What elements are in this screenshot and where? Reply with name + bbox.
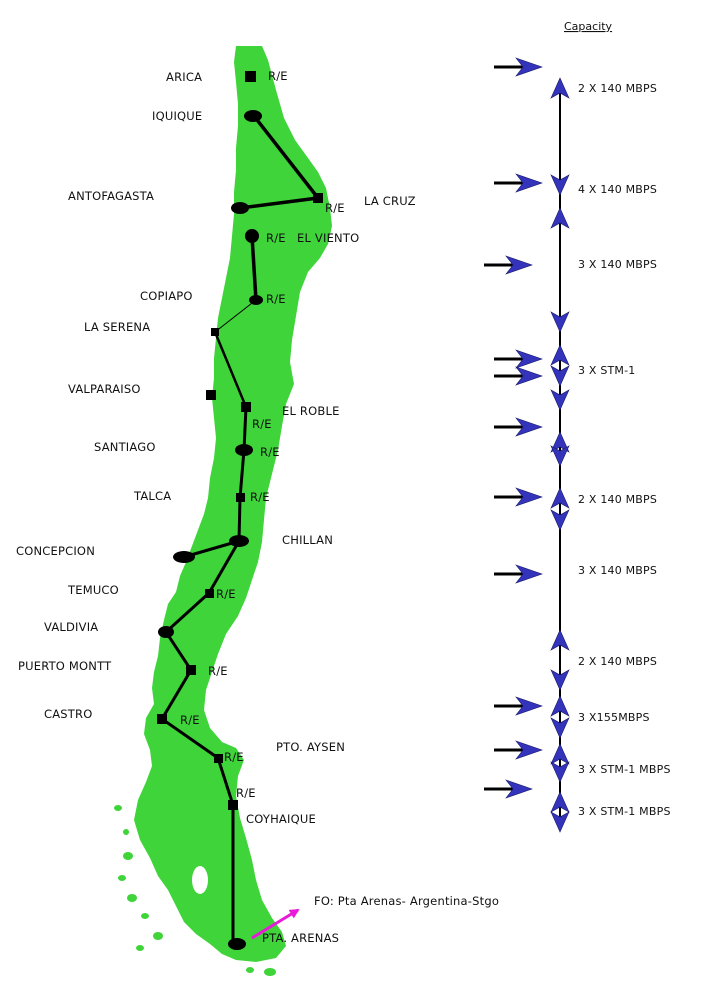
city-label-el-viento: EL VIENTO [297, 231, 359, 245]
node-valdivia [158, 626, 174, 638]
re-label-castro: R/E [180, 713, 200, 727]
blue-arrowhead [515, 696, 543, 716]
re-label-temuco: R/E [216, 587, 236, 601]
node-temuco [205, 589, 214, 598]
capacity-label: 3 X 140 MBPS [578, 564, 657, 577]
blue-arrowhead [515, 740, 543, 760]
blue-arrowhead [515, 487, 543, 507]
city-label-pta-arenas: PTA. ARENAS [262, 931, 339, 945]
node-la-serena [211, 328, 219, 336]
city-label-la-cruz: LA CRUZ [364, 194, 416, 208]
blue-arrowhead [515, 417, 543, 437]
city-label-santiago: SANTIAGO [94, 440, 156, 454]
city-label-la-serena: LA SERENA [84, 320, 150, 334]
city-label-valdivia: VALDIVIA [44, 620, 98, 634]
node-castro [157, 714, 167, 724]
city-label-temuco: TEMUCO [67, 583, 119, 597]
re-label-la-cruz: R/E [325, 201, 345, 215]
capacity-label: 3 X STM-1 MBPS [578, 805, 671, 818]
node-talca [236, 493, 245, 502]
re-label-puerto-montt: R/E [208, 664, 228, 678]
node-concepcion [173, 551, 195, 563]
node-la-cruz [313, 193, 323, 203]
re-label-coyhaique: R/E [236, 786, 256, 800]
city-label-antofagasta: ANTOFAGASTA [68, 189, 154, 203]
node-coyhaique [228, 800, 238, 810]
capacity-label: 2 X 140 MBPS [578, 655, 657, 668]
node-arica [245, 71, 256, 82]
node-chillan [229, 535, 249, 547]
city-label-talca: TALCA [133, 489, 171, 503]
input-arrow-heads [505, 57, 543, 799]
city-label-coyhaique: COYHAIQUE [246, 812, 316, 826]
node-santiago [235, 444, 253, 456]
fiber-label: FO: Pta Arenas- Argentina-Stgo [314, 894, 499, 908]
node-puerto-montt [186, 665, 196, 675]
capacity-label: 3 X STM-1 MBPS [578, 763, 671, 776]
blue-arrowhead [505, 779, 533, 799]
capacity-label: 4 X 140 MBPS [578, 183, 657, 196]
city-label-el-roble: EL ROBLE [282, 404, 340, 418]
node-iquique [244, 110, 262, 122]
island-group [114, 805, 276, 976]
city-labels: ARICA IQUIQUE LA CRUZ ANTOFAGASTA EL VIE… [16, 70, 416, 945]
city-label-puerto-montt: PUERTO MONTT [18, 659, 112, 673]
node-pta-arenas [228, 938, 246, 950]
city-label-valparaiso: VALPARAISO [68, 382, 141, 396]
city-label-castro: CASTRO [44, 707, 92, 721]
city-label-chillan: CHILLAN [282, 533, 333, 547]
capacity-labels: 2 X 140 MBPS 4 X 140 MBPS 3 X 140 MBPS 3… [578, 82, 671, 818]
city-label-iquique: IQUIQUE [152, 109, 202, 123]
node-markers [157, 71, 323, 950]
re-label-arica: R/E [268, 69, 288, 83]
node-el-viento [245, 229, 259, 243]
re-label-el-roble: R/E [252, 417, 272, 431]
node-antofagasta [231, 202, 249, 214]
blue-arrowhead [515, 366, 543, 386]
capacity-label: 3 X STM-1 [578, 364, 636, 377]
capacity-segment-arrows [550, 77, 570, 833]
capacity-label: 3 X 140 MBPS [578, 258, 657, 271]
city-label-pto-aysen: PTO. AYSEN [276, 740, 345, 754]
re-label-copiapo: R/E [266, 292, 286, 306]
city-label-copiapo: COPIAPO [140, 289, 193, 303]
capacity-label: 3 X155MBPS [578, 711, 650, 724]
blue-arrowhead [515, 173, 543, 193]
capacity-title: Capacity [564, 20, 613, 33]
node-copiapo [249, 295, 263, 305]
re-labels: R/E R/E R/E R/E R/E R/E R/E R/E R/E R/E … [180, 69, 345, 800]
blue-arrowhead [515, 564, 543, 584]
node-el-roble [241, 402, 251, 412]
node-valparaiso [206, 390, 216, 400]
re-label-el-viento: R/E [266, 231, 286, 245]
re-label-talca: R/E [250, 490, 270, 504]
blue-arrowhead [515, 57, 543, 77]
blue-arrowhead [505, 255, 533, 275]
lake [192, 866, 208, 894]
capacity-label: 2 X 140 MBPS [578, 82, 657, 95]
re-label-santiago: R/E [260, 445, 280, 459]
city-label-concepcion: CONCEPCION [16, 544, 95, 558]
capacity-label: 2 X 140 MBPS [578, 493, 657, 506]
blue-arrowhead [515, 349, 543, 369]
fiber-arrow [251, 908, 300, 940]
node-pto-aysen [214, 754, 223, 763]
re-label-pto-aysen: R/E [224, 750, 244, 764]
city-label-arica: ARICA [166, 70, 202, 84]
